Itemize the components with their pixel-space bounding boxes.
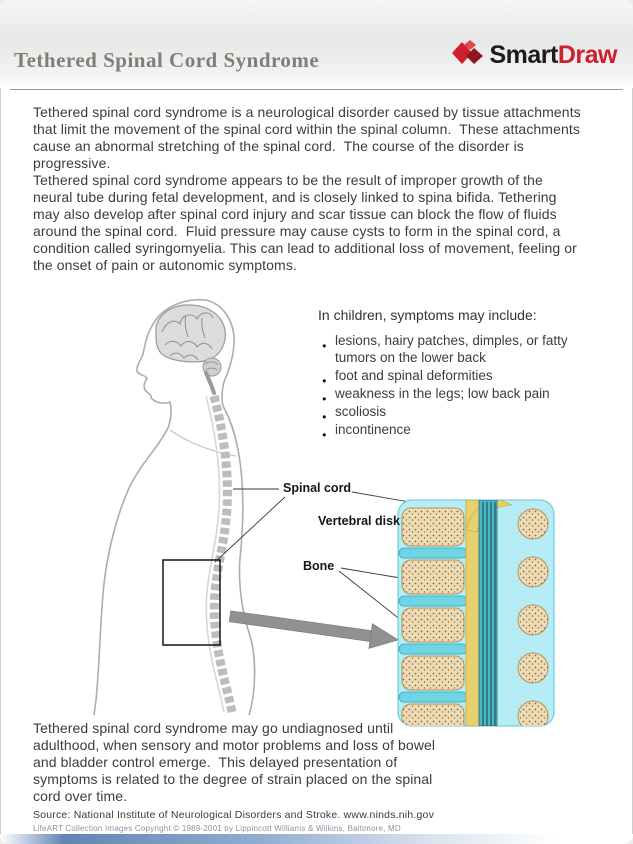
zoom-rectangle bbox=[162, 559, 221, 646]
symptom-item: foot and spinal deformities bbox=[322, 367, 584, 389]
intro-paragraph-2: Tethered spinal cord syndrome appears to… bbox=[33, 172, 581, 273]
closing-section: Tethered spinal cord syndrome may go und… bbox=[33, 720, 451, 805]
page-title: Tethered Spinal Cord Syndrome bbox=[14, 48, 320, 72]
bottom-gradient-bar bbox=[0, 834, 633, 844]
copyright-text: LifeART Collection Images Copyright © 19… bbox=[33, 824, 401, 833]
brain-illustration bbox=[155, 304, 226, 395]
human-profile-illustration bbox=[93, 298, 256, 716]
header: Tethered Spinal Cord Syndrome SmartDraw bbox=[0, 0, 633, 88]
brainstem bbox=[204, 371, 216, 395]
zoom-arrow-icon bbox=[228, 610, 400, 649]
symptoms-section: In children, symptoms may include: lesio… bbox=[318, 307, 610, 443]
symptoms-list: lesions, hairy patches, dimples, or fatt… bbox=[322, 332, 584, 443]
smartdraw-logo-text: SmartDraw bbox=[489, 40, 618, 69]
closing-paragraph: Tethered spinal cord syndrome may go und… bbox=[33, 720, 440, 804]
vertebral-bodies bbox=[401, 507, 465, 726]
smartdraw-logo: SmartDraw bbox=[451, 40, 618, 70]
intro-section: Tethered spinal cord syndrome is a neuro… bbox=[33, 104, 585, 274]
symptom-item: weakness in the legs; low back pain bbox=[322, 385, 584, 407]
intro-paragraph-1: Tethered spinal cord syndrome is a neuro… bbox=[33, 104, 585, 171]
logo-text-smart: Smart bbox=[489, 40, 558, 69]
header-divider bbox=[10, 89, 623, 90]
anatomy-illustration bbox=[93, 298, 555, 727]
spine-illustration bbox=[205, 394, 237, 713]
spinal-cord-yellow-band bbox=[465, 500, 480, 726]
spinal-cord-leader-line bbox=[214, 496, 286, 563]
source-text: Source: National Institute of Neurologic… bbox=[33, 809, 435, 821]
spinal-cord-detail bbox=[478, 500, 498, 726]
symptom-item: lesions, hairy patches, dimples, or fatt… bbox=[322, 332, 584, 366]
spine-detail-illustration bbox=[397, 499, 555, 727]
vertebral-disks bbox=[398, 547, 468, 703]
spinous-processes bbox=[517, 508, 549, 726]
bone-label: Bone bbox=[303, 559, 335, 573]
symptoms-heading: In children, symptoms may include: bbox=[318, 307, 537, 323]
logo-text-draw: Draw bbox=[557, 40, 618, 69]
vertebral-disk-label: Vertebral disk bbox=[318, 514, 400, 528]
smartdraw-logo-icon bbox=[452, 40, 484, 64]
symptom-item: scoliosis bbox=[322, 403, 584, 425]
spinal-cord-label: Spinal cord bbox=[283, 481, 352, 495]
symptom-item: incontinence bbox=[322, 421, 584, 443]
